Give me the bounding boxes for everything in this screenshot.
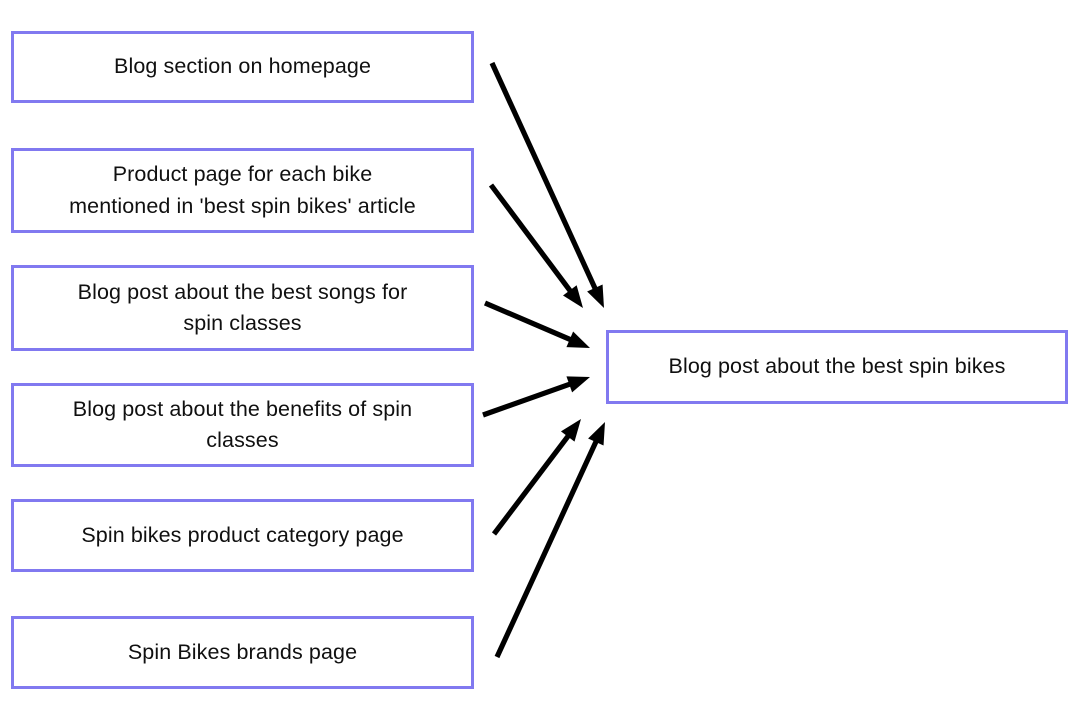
node-blog-post-benefits[interactable]: Blog post about the benefits of spin cla… <box>11 383 474 467</box>
node-blog-post-best-songs[interactable]: Blog post about the best songs for spin … <box>11 265 474 351</box>
arrow-head-icon <box>587 284 604 308</box>
arrow-from-blog-post-benefits <box>482 376 590 418</box>
arrow-shaft <box>482 379 576 418</box>
arrow-from-spin-bikes-category-page <box>491 419 581 536</box>
arrow-from-spin-bikes-brands-page <box>494 422 605 659</box>
arrow-from-blog-post-best-songs <box>483 300 590 348</box>
node-label: Blog post about the best songs for spin … <box>77 279 408 335</box>
arrow-shaft <box>494 435 601 659</box>
arrow-shaft <box>483 300 577 345</box>
arrow-from-product-page-each-bike <box>488 183 583 308</box>
arrow-head-icon <box>563 285 583 308</box>
arrow-head-icon <box>566 331 590 348</box>
node-label: Spin bikes product category page <box>81 522 404 547</box>
node-label: Spin Bikes brands page <box>127 639 358 664</box>
node-label: Blog post about the best spin bikes <box>668 354 1006 379</box>
arrow-from-blog-section-homepage <box>489 61 604 308</box>
arrow-head-icon <box>566 376 590 393</box>
arrow-head-icon <box>560 419 581 442</box>
node-label: Product page for each bike mentioned in … <box>69 162 416 218</box>
arrow-shaft <box>491 430 574 536</box>
arrow-shaft <box>488 183 576 297</box>
arrow-shaft <box>489 61 600 295</box>
node-label: Blog section on homepage <box>114 54 371 79</box>
node-spin-bikes-category-page[interactable]: Spin bikes product category page <box>11 499 474 572</box>
node-blog-post-best-spin-bikes[interactable]: Blog post about the best spin bikes <box>606 330 1068 404</box>
node-label: Blog post about the benefits of spin cla… <box>72 396 413 452</box>
node-blog-section-homepage[interactable]: Blog section on homepage <box>11 31 474 103</box>
arrow-head-icon <box>588 422 605 446</box>
node-spin-bikes-brands-page[interactable]: Spin Bikes brands page <box>11 616 474 689</box>
node-product-page-each-bike[interactable]: Product page for each bike mentioned in … <box>11 148 474 233</box>
